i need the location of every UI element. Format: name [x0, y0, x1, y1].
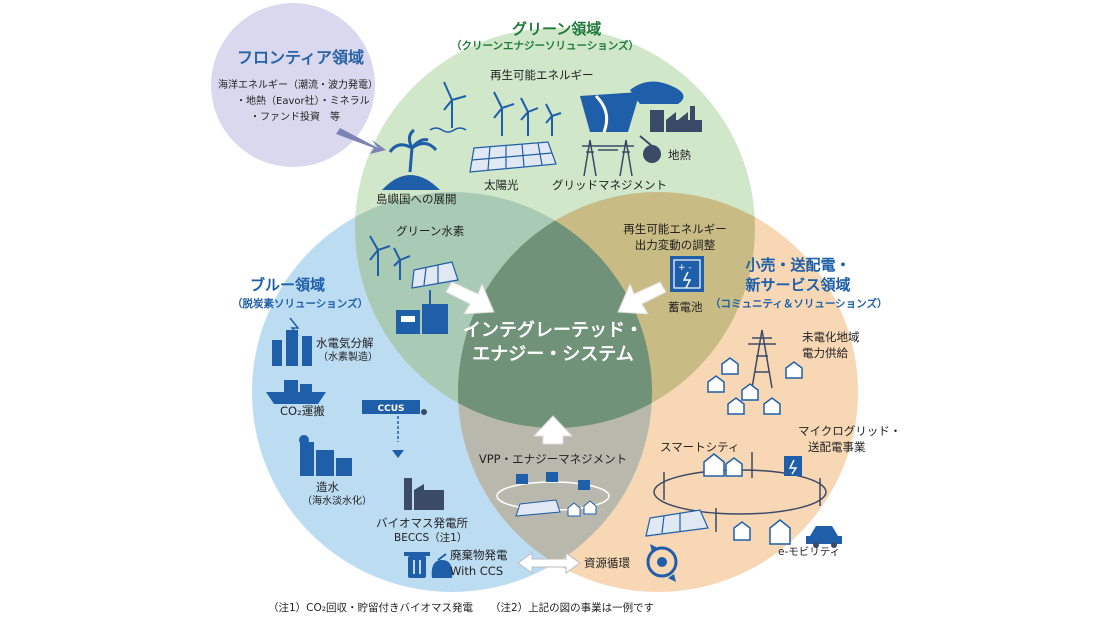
- factory-icon: [650, 106, 702, 132]
- blue-title: ブルー領域: [250, 276, 326, 294]
- wind-turbine-icon: [429, 81, 467, 133]
- vpp-label: VPP・エナジーマネジメント: [478, 452, 628, 466]
- frontier-line-2: ・地熱（Eavor社）・ミネラル: [236, 96, 370, 107]
- transmission-tower-icon: [582, 139, 634, 177]
- frontier-bubble: [211, 3, 375, 167]
- electrolysis-plant-icon: [272, 317, 312, 366]
- hydrogen-label: グリーン水素: [396, 224, 465, 238]
- microgrid-label-1: マイクログリッド・: [798, 424, 902, 438]
- island-palm-icon: [382, 128, 440, 190]
- emobility-label: e-モビリティ: [778, 546, 841, 558]
- grid-label: グリッドマネジメント: [552, 178, 667, 192]
- trash-can-icon: [404, 552, 430, 578]
- center-overlap: [458, 192, 652, 428]
- frontier-line-1: 海洋エネルギー（潮流・波力発電）: [218, 80, 378, 91]
- water-label-1: 造水: [316, 480, 339, 494]
- hydro-dam-icon: [580, 81, 684, 133]
- footnote-1: （注1）CO₂回収・貯留付きバイオマス発電: [268, 602, 473, 614]
- co2-ship-icon: [266, 380, 326, 404]
- ccus-icon: CCUS: [362, 400, 427, 458]
- recycle-label: 資源循環: [584, 556, 630, 570]
- biomass-plant-icon: [404, 478, 444, 510]
- biomass-label-1: バイオマス発電所: [376, 516, 468, 530]
- village-houses-icon: [707, 357, 803, 415]
- geothermal-label: 地熱: [668, 148, 691, 162]
- battery-label: 蓄電池: [668, 300, 703, 314]
- solar-panel-icon: [469, 141, 557, 173]
- electrolysis-label-1: 水電気分解: [316, 336, 374, 350]
- smartcity-ring-icon: [653, 452, 827, 532]
- waste-bag-icon: [431, 553, 453, 578]
- waste-label-2: With CCS: [450, 564, 504, 578]
- desalination-plant-icon: [299, 435, 352, 476]
- water-label-2: （海水淡水化）: [302, 496, 372, 507]
- frontier-arrow: [336, 128, 386, 154]
- hydrogen-solar-icon: [411, 261, 459, 289]
- orange-title-1: 小売・送配電・: [745, 256, 851, 274]
- hydrogen-wind-icon: [369, 235, 411, 280]
- adjust-label-1: 再生可能エネルギー: [623, 222, 727, 236]
- offgrid-label-2: 電力供給: [802, 346, 848, 360]
- vpp-ring-icon: [496, 472, 610, 517]
- svg-text:+ -: + -: [678, 263, 692, 273]
- emobility-house-icon: [733, 519, 791, 545]
- footnote-2: （注2）上記の図の事業は一例です: [490, 602, 655, 614]
- green-title: グリーン領域: [512, 20, 602, 38]
- arrow-from-green-orange: [617, 281, 667, 315]
- recycle-icon: [646, 544, 678, 582]
- waste-label-1: 廃棄物発電: [450, 548, 508, 562]
- solar-label: 太陽光: [484, 178, 519, 192]
- renewable-label: 再生可能エネルギー: [490, 68, 594, 82]
- microgrid-solar-icon: [645, 509, 709, 537]
- hydrogen-plant-icon: [396, 290, 448, 334]
- ccus-label: CCUS: [378, 404, 405, 414]
- geothermal-icon: [639, 135, 661, 163]
- double-arrow-waste-recycle: [517, 552, 581, 574]
- center-title-2: エナジー・システム: [472, 344, 634, 365]
- island-label: 島嶼国への展開: [376, 192, 457, 206]
- offgrid-label-1: 未電化地域: [802, 330, 860, 344]
- offgrid-tower-icon: [748, 329, 776, 389]
- center-title-1: インテグレーテッド・: [463, 320, 643, 341]
- green-subtitle: （クリーンエナジーソリューションズ）: [451, 40, 640, 52]
- arrow-from-green-blue: [445, 281, 495, 315]
- arrow-from-vpp: [532, 415, 574, 445]
- frontier-line-3: ・ファンド投資 等: [250, 112, 340, 123]
- microgrid-label-2: 送配電事業: [808, 440, 866, 454]
- electric-car-icon: [806, 526, 842, 548]
- blue-subtitle: （脱炭素ソリューションズ）: [232, 298, 369, 310]
- adjust-label-2: 出力変動の調整: [634, 238, 716, 252]
- orange-subtitle: （コミュニティ＆ソリューションズ）: [710, 298, 888, 310]
- biomass-label-2: BECCS（注1）: [394, 532, 468, 544]
- wind-farm-icon: [493, 91, 562, 136]
- orange-title-2: 新サービス領域: [745, 276, 851, 294]
- frontier-title: フロンティア領域: [237, 48, 365, 67]
- battery-icon: + -: [670, 256, 704, 292]
- smartcity-label: スマートシティ: [660, 440, 740, 454]
- co2-transport-label: CO₂運搬: [280, 404, 325, 418]
- electrolysis-label-2: （水素製造）: [318, 352, 378, 363]
